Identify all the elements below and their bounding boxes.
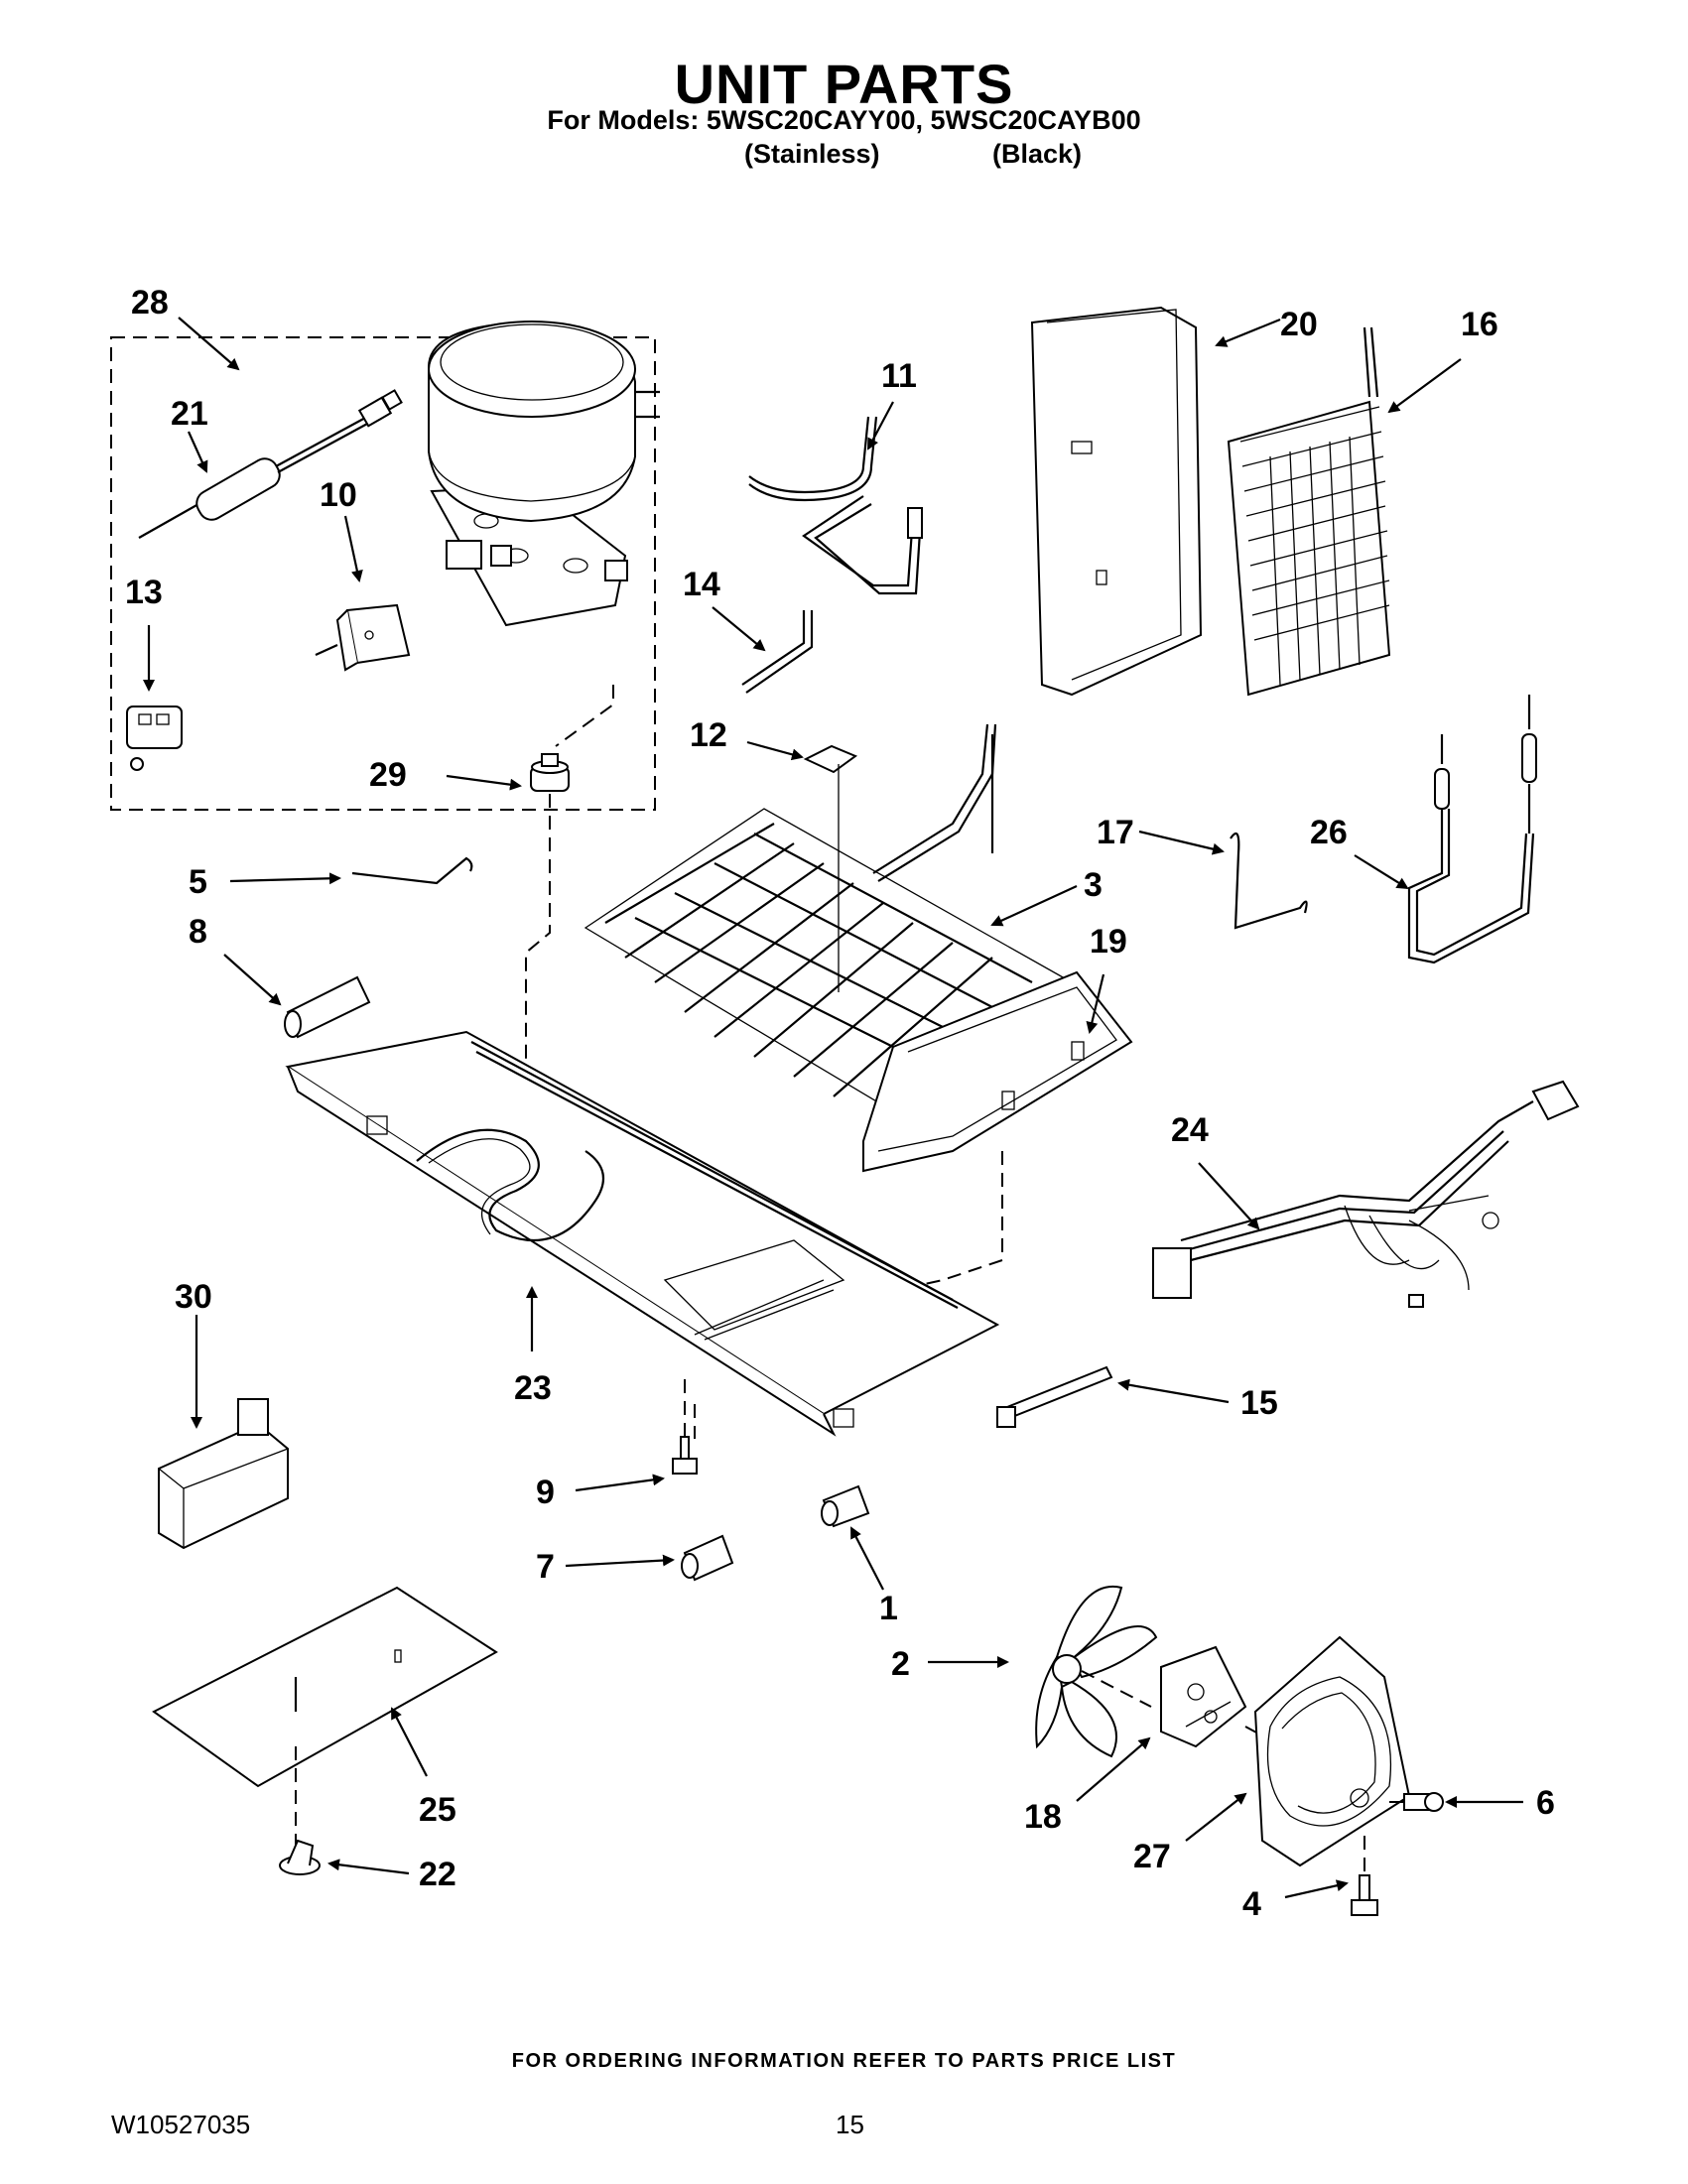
callout-6: 6 xyxy=(1536,1784,1555,1822)
callout-22: 22 xyxy=(419,1856,456,1893)
callout-8: 8 xyxy=(189,913,207,951)
page-title: UNIT PARTS xyxy=(674,53,1014,115)
part-12-clip xyxy=(803,744,858,774)
callout-17: 17 xyxy=(1097,814,1134,851)
part-7-bushing xyxy=(681,1534,734,1582)
callout-25: 25 xyxy=(419,1791,456,1829)
callout-16: 16 xyxy=(1461,306,1498,343)
part-14-tube xyxy=(741,610,814,694)
callout-15: 15 xyxy=(1240,1384,1278,1422)
callout-7: 7 xyxy=(536,1548,555,1586)
callout-12: 12 xyxy=(690,716,727,754)
part-30-control xyxy=(158,1398,289,1550)
part-5-clip xyxy=(351,856,473,885)
callout-14: 14 xyxy=(683,566,720,603)
part-2-fan-blade xyxy=(1035,1585,1158,1758)
ordering-note: FOR ORDERING INFORMATION REFER TO PARTS … xyxy=(511,2050,1177,2072)
part-23-base-pan xyxy=(285,1030,1000,1437)
callout-20: 20 xyxy=(1280,306,1318,343)
callout-23: 23 xyxy=(514,1369,552,1407)
callout-5: 5 xyxy=(189,863,207,901)
part-19-drain-pan xyxy=(852,970,1133,1301)
callout-26: 26 xyxy=(1310,814,1348,851)
part-24-harness xyxy=(1152,1080,1580,1308)
part-21-drier xyxy=(138,389,403,539)
part-10-relay xyxy=(315,603,411,672)
callout-3: 3 xyxy=(1084,866,1103,904)
callout-29: 29 xyxy=(369,756,407,794)
page-number: 15 xyxy=(836,2110,864,2139)
part-8-sleeve xyxy=(284,975,371,1039)
callout-9: 9 xyxy=(536,1474,555,1511)
part-22-clip xyxy=(279,1839,321,1875)
part-20-shroud xyxy=(1030,306,1203,697)
callout-10: 10 xyxy=(320,476,357,514)
part-11-tube xyxy=(748,416,923,595)
part-4-screw xyxy=(1351,1836,1378,1916)
variant-black-label: (Black) xyxy=(992,139,1083,169)
callout-21: 21 xyxy=(171,395,208,433)
part-29-grommet xyxy=(530,753,570,792)
part-26-drier xyxy=(1407,695,1537,964)
callout-1: 1 xyxy=(879,1590,898,1627)
compressor xyxy=(428,321,660,627)
callout-labels: 28 21 10 13 29 5 8 11 14 12 20 16 17 26 … xyxy=(125,284,1555,1923)
callout-19: 19 xyxy=(1090,923,1127,961)
models-subtitle: For Models: 5WSC20CAYY00, 5WSC20CAYB00 xyxy=(547,105,1141,135)
callout-24: 24 xyxy=(1171,1111,1209,1149)
part-17-wire xyxy=(1230,832,1308,930)
document-number: W10527035 xyxy=(111,2110,251,2139)
callout-28: 28 xyxy=(131,284,169,321)
callout-4: 4 xyxy=(1242,1885,1261,1923)
part-9-screw xyxy=(672,1379,698,1475)
callout-2: 2 xyxy=(891,1645,910,1683)
part-25-sheet xyxy=(152,1586,498,1846)
part-27-bracket xyxy=(1253,1635,1411,1867)
variant-stainless-label: (Stainless) xyxy=(744,139,880,169)
callout-13: 13 xyxy=(125,574,163,611)
part-15-cable-tie xyxy=(996,1365,1113,1428)
callout-30: 30 xyxy=(175,1278,212,1316)
part-16-condenser xyxy=(1227,326,1391,697)
leader-arrows xyxy=(143,317,1523,1899)
part-18-motor xyxy=(1160,1645,1247,1748)
part-1-bushing xyxy=(821,1484,870,1528)
compressor-kit-box xyxy=(110,336,656,811)
part-6-screw xyxy=(1389,1792,1444,1812)
callout-18: 18 xyxy=(1024,1798,1062,1836)
callout-27: 27 xyxy=(1133,1838,1171,1875)
callout-11: 11 xyxy=(881,357,917,395)
part-13-overload xyxy=(126,706,183,771)
